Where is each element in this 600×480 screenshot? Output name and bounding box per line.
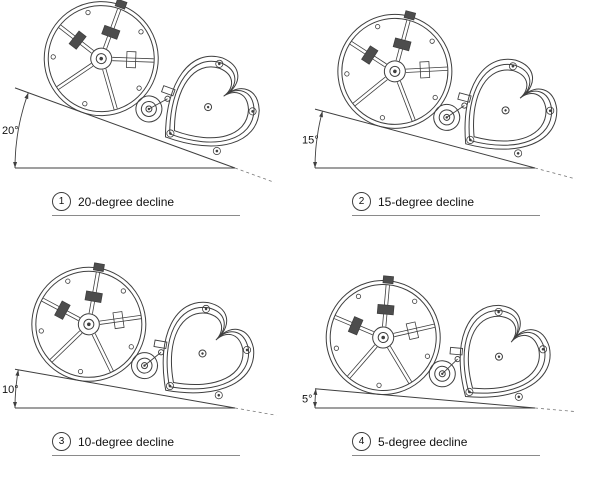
scene-5-degree: 5° <box>302 270 577 426</box>
arrowhead <box>313 388 318 395</box>
panel-number-badge: 3 <box>52 432 71 451</box>
device-on-incline <box>20 0 293 186</box>
angle-label: 10° <box>2 384 19 396</box>
incline-line <box>14 368 236 409</box>
angle-label: 15° <box>302 134 319 146</box>
incline-line <box>314 388 536 409</box>
panel-20-degree: 20° 1 20-degree decline <box>0 0 300 240</box>
incline-line <box>314 108 536 169</box>
scene-20-degree: 20° <box>2 0 293 186</box>
arrowhead <box>13 162 18 168</box>
panel-caption-text: 20-degree decline <box>78 194 175 209</box>
panel-number-badge: 1 <box>52 192 71 211</box>
panel-caption-row: 2 15-degree decline <box>352 192 540 216</box>
device-on-incline <box>319 270 569 426</box>
panel-caption-text: 15-degree decline <box>378 194 475 209</box>
incline-extension-line <box>234 167 275 183</box>
panel-caption-row: 4 5-degree decline <box>352 432 540 456</box>
scene-15-degree: 15° <box>302 0 586 186</box>
device-on-incline <box>18 253 278 426</box>
scene-10-degree: 10° <box>2 253 278 426</box>
arrowhead <box>24 92 29 100</box>
panel-number-badge: 2 <box>352 192 371 211</box>
arrowhead <box>15 369 20 376</box>
angle-label: 5° <box>302 393 313 405</box>
arrowhead <box>313 402 317 408</box>
arrowhead <box>319 111 323 118</box>
incline-line <box>14 87 236 169</box>
angle-arc <box>14 92 29 169</box>
panel-number-badge: 4 <box>352 432 371 451</box>
panel-caption-row: 1 20-degree decline <box>52 192 240 216</box>
incline-extension-line <box>234 407 277 416</box>
panel-caption-text: 5-degree decline <box>378 434 468 449</box>
angle-label: 20° <box>2 125 19 137</box>
incline-extension-line <box>534 167 576 180</box>
panel-5-degree: 5° 4 5-degree decline <box>300 240 600 480</box>
device-on-incline <box>319 0 586 186</box>
panel-caption-row: 3 10-degree decline <box>52 432 240 456</box>
angle-arc <box>14 369 19 408</box>
angle-arc <box>314 110 323 169</box>
panel-15-degree: 15° 2 15-degree decline <box>300 0 600 240</box>
panel-10-degree: 10° 3 10-degree decline <box>0 240 300 480</box>
arrowhead <box>13 402 17 408</box>
panel-caption-text: 10-degree decline <box>78 434 175 449</box>
incline-extension-line <box>534 407 577 413</box>
arrowhead <box>313 162 318 168</box>
